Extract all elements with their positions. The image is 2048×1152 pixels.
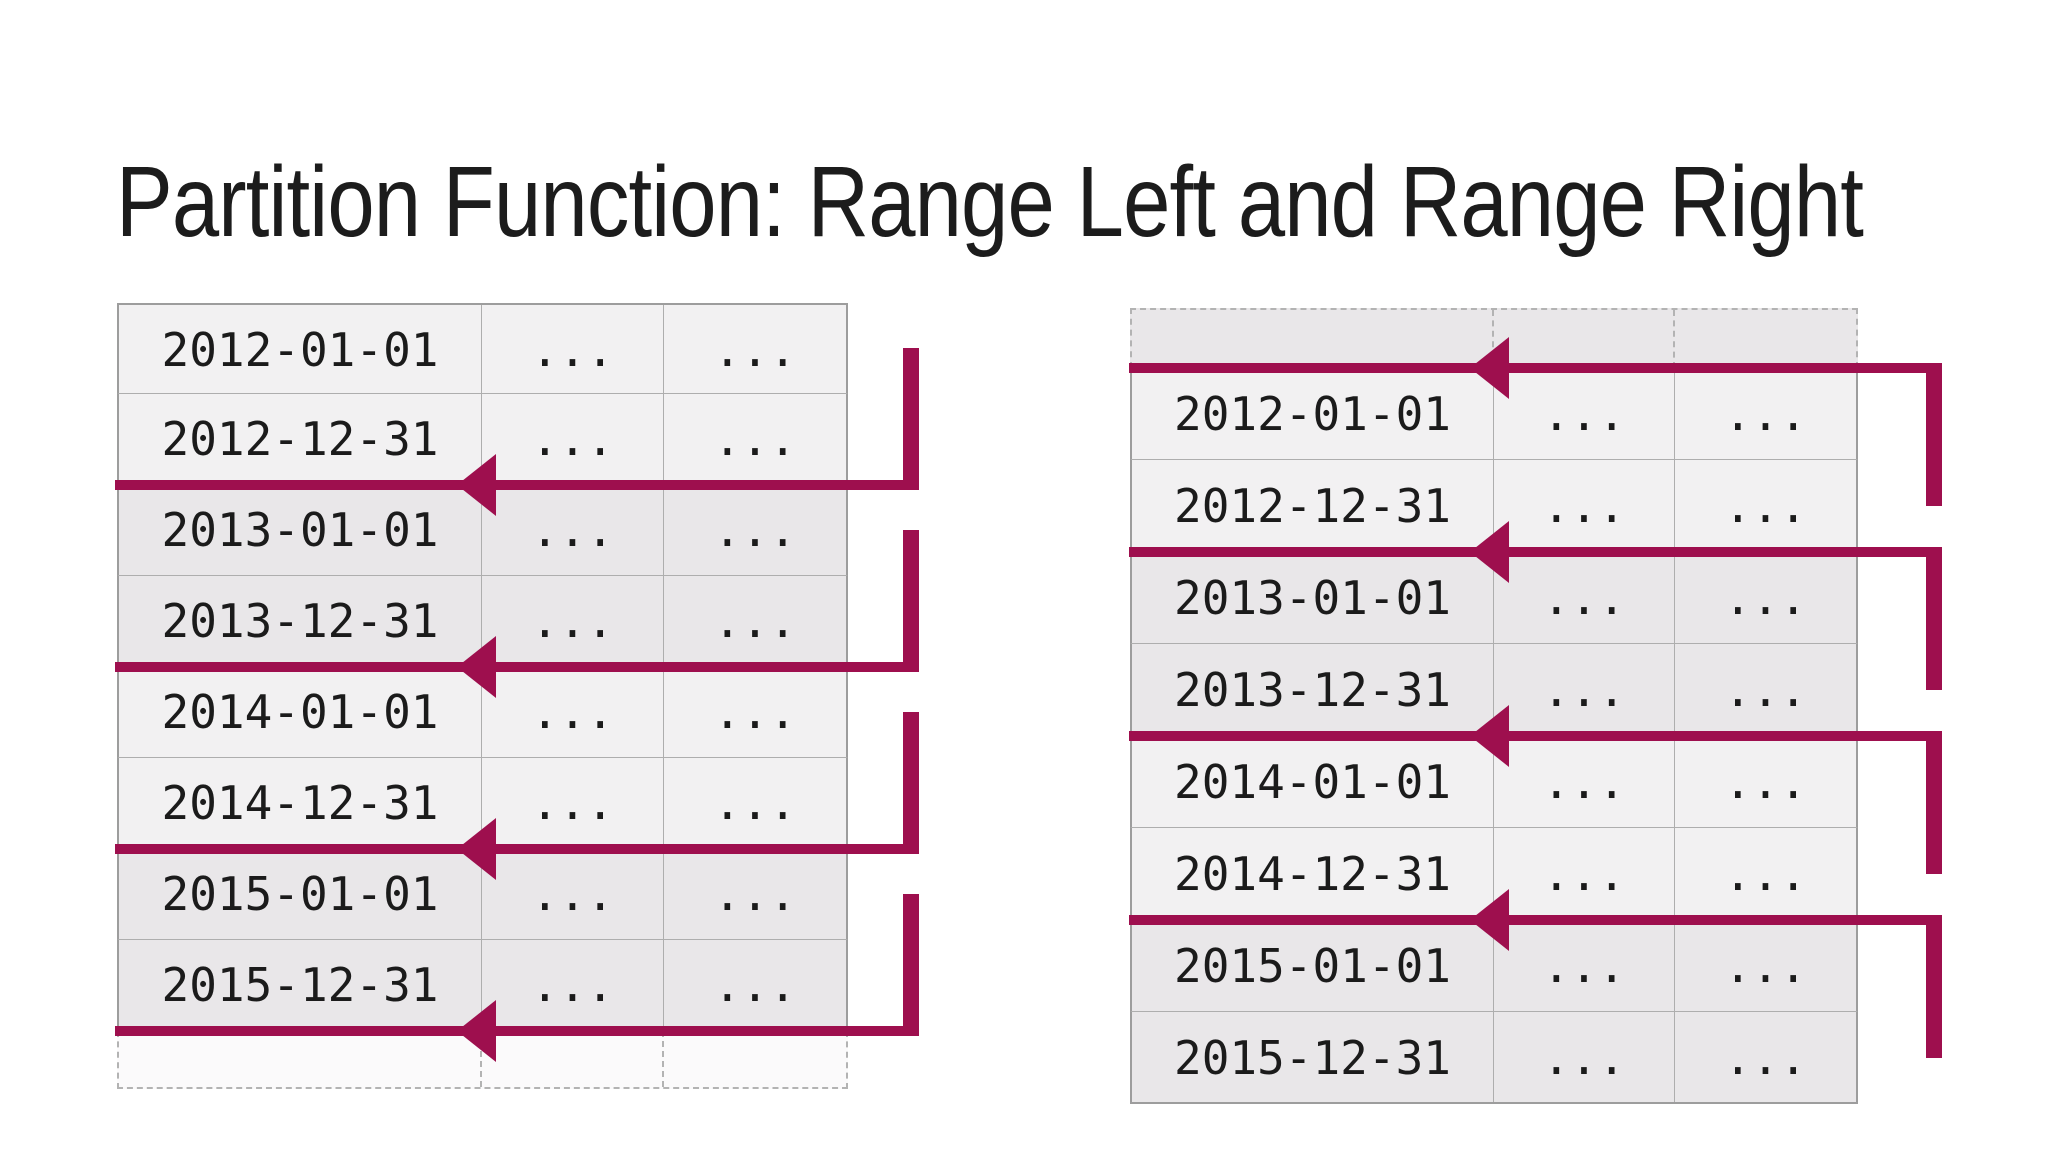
table-row: 2014-01-01......: [1130, 736, 1858, 828]
boundary-arrow-elbow: [903, 348, 919, 490]
ellipsis-cell: ...: [482, 576, 664, 666]
ellipsis-cell: ...: [1494, 644, 1675, 735]
empty-cell: [1494, 310, 1675, 368]
empty-cell: [482, 1031, 664, 1087]
ellipsis-cell: ...: [482, 485, 664, 575]
ellipsis-cell: ...: [713, 958, 797, 1012]
boundary-arrow-elbow: [903, 712, 919, 854]
arrow-head-left-icon: [1470, 889, 1509, 951]
ellipsis-cell: ...: [713, 594, 797, 648]
boundary-arrow-line: [1129, 363, 1942, 373]
boundary-arrow-line: [115, 662, 919, 672]
ellipsis-cell: ...: [1723, 571, 1808, 625]
boundary-arrow-elbow: [1926, 547, 1942, 690]
boundary-arrow-elbow: [1926, 363, 1942, 506]
boundary-date-cell: 2012-01-01: [1132, 368, 1494, 459]
arrow-head-left-icon: [1470, 705, 1509, 767]
boundary-date-cell: 2015-01-01: [1132, 920, 1494, 1011]
boundary-date-cell: 2015-12-31: [119, 940, 482, 1030]
ellipsis-cell: ...: [482, 394, 664, 484]
boundary-date-cell: 2013-12-31: [119, 576, 482, 666]
ellipsis-cell: ...: [1723, 939, 1808, 993]
boundary-date-cell: 2014-01-01: [119, 667, 482, 757]
ellipsis-cell: ...: [713, 776, 797, 830]
boundary-date-cell: 2012-12-31: [1132, 460, 1494, 551]
arrow-head-left-icon: [457, 636, 496, 698]
ellipsis-cell: ...: [713, 685, 797, 739]
ellipsis-cell: ...: [1494, 1012, 1675, 1102]
table-row: 2012-01-01......: [117, 303, 848, 394]
boundary-arrow-elbow: [1926, 915, 1942, 1058]
range-right-table: 2012-01-01......2012-12-31......2013-01-…: [1130, 308, 1858, 1104]
ellipsis-cell: ...: [1494, 460, 1675, 551]
empty-cell: [1132, 310, 1494, 368]
arrow-head-left-icon: [457, 454, 496, 516]
ellipsis-cell: ...: [713, 503, 797, 557]
boundary-date-cell: 2014-01-01: [1132, 736, 1494, 827]
ellipsis-cell: ...: [1723, 847, 1808, 901]
ellipsis-cell: ...: [1723, 387, 1808, 441]
boundary-arrow-line: [1129, 731, 1942, 741]
ellipsis-cell: ...: [713, 412, 797, 466]
ellipsis-cell: ...: [482, 758, 664, 848]
ellipsis-cell: ...: [713, 323, 797, 377]
boundary-date-cell: 2015-12-31: [1132, 1012, 1494, 1102]
ellipsis-cell: ...: [482, 305, 664, 393]
boundary-date-cell: 2012-12-31: [119, 394, 482, 484]
boundary-arrow-elbow: [903, 530, 919, 672]
boundary-arrow-elbow: [903, 894, 919, 1036]
empty-cell: [119, 1031, 482, 1087]
boundary-arrow-elbow: [1926, 731, 1942, 874]
ellipsis-cell: ...: [713, 867, 797, 921]
table-row: 2013-01-01......: [1130, 552, 1858, 644]
empty-cell: [1675, 310, 1856, 368]
boundary-arrow-line: [1129, 547, 1942, 557]
ellipsis-cell: ...: [482, 940, 664, 1030]
slide-title: Partition Function: Range Left and Range…: [116, 146, 1864, 258]
ellipsis-cell: ...: [482, 667, 664, 757]
boundary-arrow-line: [115, 844, 919, 854]
ellipsis-cell: ...: [482, 849, 664, 939]
table-row: 2014-12-31......: [117, 758, 848, 849]
ellipsis-cell: ...: [1723, 479, 1808, 533]
ellipsis-cell: ...: [1723, 755, 1808, 809]
arrow-head-left-icon: [1470, 521, 1509, 583]
boundary-date-cell: 2013-12-31: [1132, 644, 1494, 735]
ellipsis-cell: ...: [1494, 828, 1675, 919]
arrow-head-left-icon: [457, 1000, 496, 1062]
boundary-date-cell: 2013-01-01: [1132, 552, 1494, 643]
boundary-arrow-line: [1129, 915, 1942, 925]
empty-cell: [664, 1031, 846, 1087]
boundary-date-cell: 2014-12-31: [119, 758, 482, 848]
ellipsis-cell: ...: [1723, 663, 1808, 717]
boundary-date-cell: 2014-12-31: [1132, 828, 1494, 919]
arrow-head-left-icon: [1470, 337, 1509, 399]
boundary-date-cell: 2012-01-01: [119, 305, 482, 393]
ellipsis-cell: ...: [1723, 1031, 1808, 1085]
ellipsis-cell: ...: [1494, 920, 1675, 1011]
boundary-arrow-line: [115, 480, 919, 490]
boundary-arrow-line: [115, 1026, 919, 1036]
boundary-date-cell: 2013-01-01: [119, 485, 482, 575]
table-row: 2015-12-31......: [1130, 1012, 1858, 1104]
arrow-head-left-icon: [457, 818, 496, 880]
boundary-date-cell: 2015-01-01: [119, 849, 482, 939]
ellipsis-cell: ...: [1494, 736, 1675, 827]
ellipsis-cell: ...: [1494, 552, 1675, 643]
ellipsis-cell: ...: [1494, 368, 1675, 459]
